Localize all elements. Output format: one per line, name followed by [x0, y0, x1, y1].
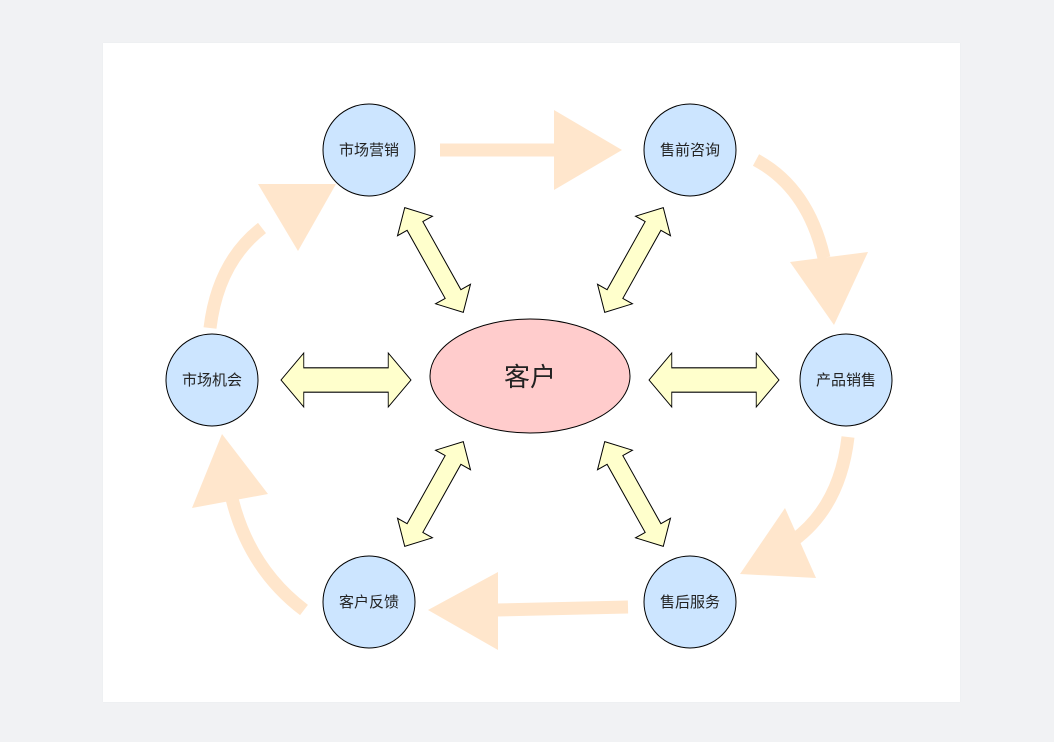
flow-arrows: [192, 110, 868, 650]
flow-arrow-marketing-to-presale[interactable]: [440, 110, 622, 190]
double-arrow-center-aftersale[interactable]: [587, 432, 680, 556]
node-label: 市场营销: [339, 141, 399, 159]
double-arrow-center-feedback[interactable]: [387, 432, 480, 556]
node-customer-feedback[interactable]: 客户反馈: [322, 555, 416, 649]
node-market-marketing[interactable]: 市场营销: [322, 103, 416, 197]
double-arrow-center-product[interactable]: [648, 351, 780, 409]
center-node-label: 客户: [504, 363, 556, 393]
flow-arrow-aftersale-to-feedback[interactable]: [428, 572, 629, 650]
double-arrow-center-presale[interactable]: [587, 198, 680, 322]
node-aftersale-service[interactable]: 售后服务: [643, 555, 737, 649]
node-market-opportunity[interactable]: 市场机会: [165, 333, 259, 427]
double-arrows: [280, 198, 780, 556]
center-node[interactable]: 客户: [429, 318, 631, 434]
node-label: 产品销售: [816, 371, 876, 389]
node-product-sales[interactable]: 产品销售: [799, 333, 893, 427]
flow-arrow-feedback-to-opportunity[interactable]: [192, 434, 308, 616]
node-label: 售后服务: [660, 593, 720, 611]
double-arrow-center-marketing[interactable]: [387, 198, 480, 322]
flow-arrow-product-to-aftersale[interactable]: [740, 436, 855, 578]
node-label: 客户反馈: [339, 593, 399, 611]
node-label: 市场机会: [182, 371, 242, 389]
flow-arrow-opportunity-to-marketing[interactable]: [203, 184, 336, 329]
flow-arrow-presale-to-product[interactable]: [752, 154, 868, 325]
node-label: 售前咨询: [660, 141, 720, 159]
double-arrow-center-opportunity[interactable]: [280, 351, 412, 409]
node-presale-consult[interactable]: 售前咨询: [643, 103, 737, 197]
